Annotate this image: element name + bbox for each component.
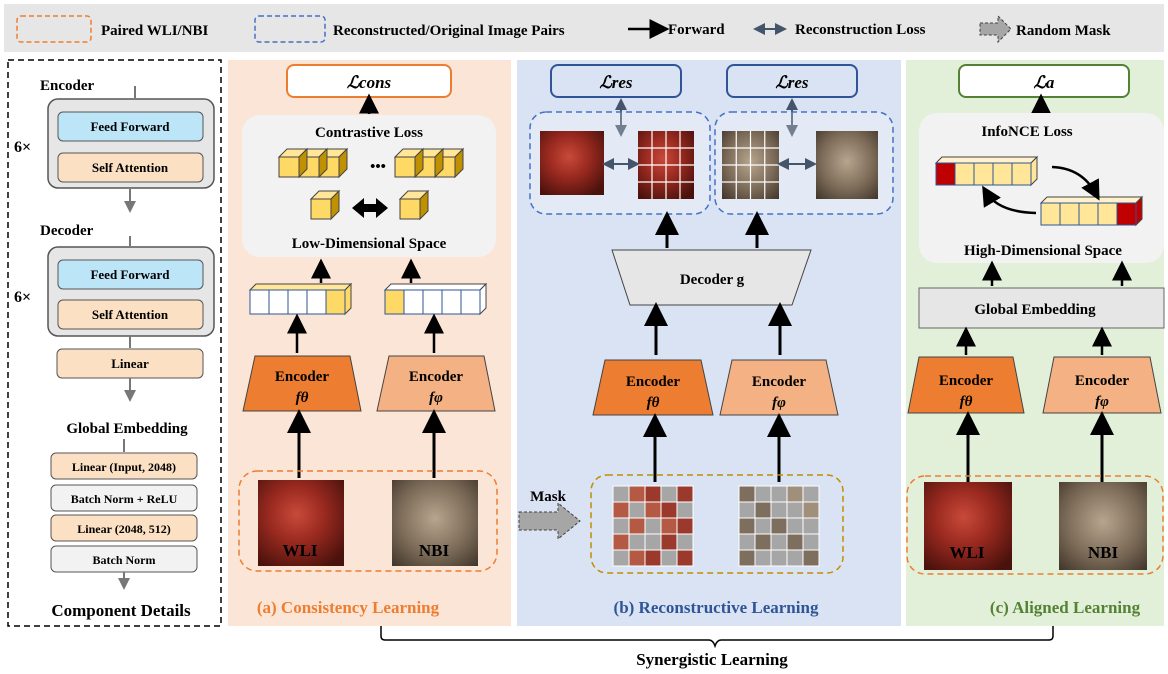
encoder-a2-label: Encoder [409,369,464,385]
caption-b: (b) Reconstructive Learning [614,598,819,617]
nbi-label: NBI [419,541,450,560]
enc-feed-forward: Feed Forward [90,119,170,134]
cube-single-right [398,189,430,221]
panel-reconstructive: ℒres ℒres Decoder g Encoder fθ Encoder f… [517,60,901,626]
component-details-title: Component Details [51,601,191,620]
encoder-a2-symbol: fφ [429,390,443,406]
encoder-b2-label: Encoder [752,374,807,390]
panel-consistency: ℒcons Contrastive Loss ••• Low-Dimension… [228,60,511,626]
nbi-label-c: NBI [1088,543,1119,562]
loss-res-1: ℒres [599,73,632,92]
legend-bar: Paired WLI/NBI Reconstructed/Original Im… [4,4,1164,52]
encoder-repeat: 6× [14,139,31,156]
feature-cubes-a [277,147,465,221]
decoder-label: Decoder g [680,272,745,288]
caption-a: (a) Consistency Learning [257,598,440,617]
double-arrow-icon [352,198,388,218]
recon-grid-2 [722,131,779,199]
synergistic-label: Synergistic Learning [636,650,788,669]
synergistic-brace: Synergistic Learning [380,626,1054,669]
legend-paired-swatch [16,15,92,43]
ellipsis-dots: ••• [370,159,386,175]
contrastive-loss-label: Contrastive Loss [315,125,423,141]
cube-row-left-cell [277,147,309,179]
loss-align: ℒa [1034,73,1055,92]
encoder-a1-label: Encoder [275,369,330,385]
loss-cons: ℒcons [347,73,392,92]
original-nbi-image [816,131,878,199]
component-details-panel: Encoder 6× Feed Forward Self Attention D… [7,59,222,627]
cube-single-left [309,189,341,221]
loss-res-2: ℒres [775,73,808,92]
ge-bn-relu: Batch Norm + ReLU [71,492,178,506]
cycle-arrow-top [1051,165,1100,201]
ge-linear-1: Linear (Input, 2048) [72,460,176,474]
wli-label-c: WLI [950,543,985,562]
nbi-image-c [1059,482,1147,570]
mask-label: Mask [530,489,566,505]
nbi-image [392,480,478,566]
original-wli-image [540,131,604,195]
embedding-vectors-a [248,282,488,316]
ge-title: Global Embedding [66,421,188,437]
decoder-title: Decoder [40,223,94,239]
cube-row-left [277,147,349,179]
recon-grid-1 [638,131,694,199]
legend-forward-label: Forward [668,22,725,38]
decoder-repeat: 6× [14,289,31,306]
legend-mask-label: Random Mask [1016,23,1111,39]
masked-wli-patches [612,485,694,567]
mask-arrow-icon [518,501,581,541]
vector-right [383,282,488,316]
legend-pairs-swatch [254,15,326,43]
panel-aligned: ℒa InfoNCE Loss High-Dimensional Space G… [906,60,1165,626]
mask-arrow-icon [979,14,1012,44]
legend-paired-label: Paired WLI/NBI [101,23,209,39]
infonce-label: InfoNCE Loss [981,124,1072,140]
masked-nbi-patches [738,485,820,567]
encoder-a1-symbol: fθ [296,390,309,406]
vector-red-end [1039,195,1144,227]
legend-recon-label: Reconstruction Loss [795,22,926,38]
embedding-vectors-c [934,155,1144,227]
caption-c: (c) Aligned Learning [990,598,1141,617]
low-dim-space-label: Low-Dimensional Space [292,236,447,252]
wli-image-c [924,482,1012,570]
encoder-b2-symbol: fφ [772,395,786,411]
dec-feed-forward: Feed Forward [90,267,170,282]
ge-bn: Batch Norm [93,553,156,567]
encoder-c2-label: Encoder [1075,373,1130,389]
encoder-b1-label: Encoder [626,374,681,390]
enc-self-attention: Self Attention [92,160,169,175]
cube-row-right [393,147,465,179]
encoder-c1-label: Encoder [939,373,994,389]
vector-left [248,282,353,316]
wli-label: WLI [283,541,318,560]
dec-linear: Linear [111,356,149,371]
wli-image [258,480,344,566]
vector-red-start [934,155,1039,187]
ge-linear-2: Linear (2048, 512) [77,522,170,536]
encoder-b1-symbol: fθ [647,395,660,411]
cube-row-right-cell [393,147,425,179]
encoder-c1-symbol: fθ [960,394,973,410]
encoder-c2-symbol: fφ [1095,394,1109,410]
cycle-arrow-bottom [982,185,1037,215]
dec-self-attention: Self Attention [92,307,169,322]
legend-pairs-label: Reconstructed/Original Image Pairs [333,23,565,39]
global-embedding-c-label: Global Embedding [974,302,1096,318]
high-dim-space-label: High-Dimensional Space [964,243,1122,259]
encoder-title: Encoder [40,78,95,94]
